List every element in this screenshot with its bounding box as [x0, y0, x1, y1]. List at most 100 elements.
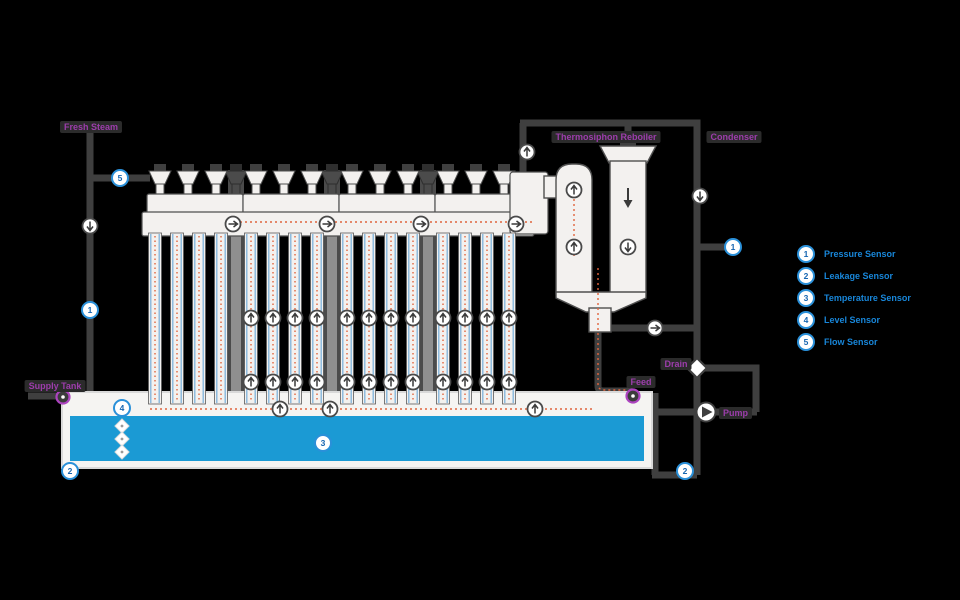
flow-arrow-icon	[478, 373, 496, 391]
flow-arrow-icon	[286, 373, 304, 391]
flow-arrow-icon	[565, 181, 583, 199]
level-floats	[114, 418, 130, 460]
hopper	[368, 163, 392, 197]
flow-arrow-icon	[242, 309, 260, 327]
vessel-merge-cone	[555, 291, 647, 313]
legend-number-icon: 4	[797, 310, 815, 329]
flow-arrow-icon	[619, 238, 637, 256]
flow-arrow-icon	[518, 143, 536, 161]
legend-label: Pressure Sensor	[824, 248, 896, 259]
flow-arrow-icon	[308, 373, 326, 391]
flow-arrow-icon	[264, 309, 282, 327]
tube	[147, 232, 163, 405]
hopper	[300, 163, 324, 197]
flow-arrow-icon	[565, 238, 583, 256]
hopper	[436, 163, 460, 197]
flow-arrow-icon	[264, 373, 282, 391]
legend-item-pressure: 1 Pressure Sensor	[797, 244, 911, 263]
sensor-leakage-left: 2	[61, 462, 79, 480]
valve-symbol	[685, 356, 709, 380]
hopper	[148, 163, 172, 197]
flow-arrow-icon	[382, 373, 400, 391]
legend-label: Leakage Sensor	[824, 270, 894, 281]
manifold	[141, 171, 549, 237]
flow-arrow-icon	[286, 309, 304, 327]
flow-arrow-icon	[338, 373, 356, 391]
flow-arrow-icon	[434, 373, 452, 391]
legend-number-icon: 1	[797, 244, 815, 263]
legend-label: Temperature Sensor	[824, 292, 911, 303]
hopper	[272, 163, 296, 197]
legend-item-leakage: 2 Leakage Sensor	[797, 266, 911, 285]
storage-tank	[61, 391, 653, 469]
tube	[191, 232, 207, 405]
flow-arrow-icon	[360, 309, 378, 327]
flow-arrow-icon	[456, 373, 474, 391]
sensor-tank-level: 4	[113, 399, 131, 417]
label-feed: Feed	[626, 376, 656, 388]
separator-vessel	[543, 145, 658, 333]
flow-arrow-icon	[434, 309, 452, 327]
flow-arrow-icon	[382, 309, 400, 327]
hopper	[396, 163, 420, 197]
flow-arrow-icon	[404, 373, 422, 391]
flow-arrow-icon	[478, 309, 496, 327]
label-pump: Pump	[719, 407, 753, 419]
hopper	[176, 163, 200, 197]
sensor-leakage-right: 2	[676, 462, 694, 480]
flow-arrow-icon	[81, 217, 99, 235]
sensor-steam-pressure: 1	[81, 301, 99, 319]
flow-arrow-icon	[321, 400, 339, 418]
label-supply-tank: Supply Tank	[24, 380, 86, 392]
pump-symbol	[695, 401, 717, 423]
flow-arrow-icon	[412, 215, 430, 233]
flow-arrow-icon	[507, 215, 525, 233]
sensor-legend: 1 Pressure Sensor 2 Leakage Sensor 3 Tem…	[797, 244, 911, 356]
down-arrow-icon	[623, 188, 633, 208]
label-reboiler: Thermosiphon Reboiler	[551, 131, 661, 143]
flow-arrow-icon	[456, 309, 474, 327]
legend-number-icon: 2	[797, 266, 815, 285]
flow-arrow-icon	[691, 187, 709, 205]
supply-port-marker	[55, 389, 71, 405]
flow-arrow-icon	[500, 373, 518, 391]
sensor-steam-flow: 5	[111, 169, 129, 187]
vessel-funnel-mouth	[598, 145, 658, 164]
legend-label: Flow Sensor	[824, 336, 878, 347]
flow-arrow-icon	[308, 309, 326, 327]
flow-arrow-icon	[360, 373, 378, 391]
vessel-right-channel	[609, 160, 647, 295]
label-fresh-steam: Fresh Steam	[59, 121, 123, 133]
label-drain: Drain	[660, 358, 692, 370]
drain-pipe	[700, 364, 760, 412]
hopper	[244, 163, 268, 197]
legend-number-icon: 5	[797, 332, 815, 351]
flow-arrow-icon	[224, 215, 242, 233]
flow-arrow-icon	[271, 400, 289, 418]
tank-liquid	[70, 416, 644, 461]
sensor-vapor-pressure: 1	[724, 238, 742, 256]
label-condenser: Condenser	[706, 131, 762, 143]
flow-arrow-icon	[646, 319, 664, 337]
hopper	[464, 163, 488, 197]
hopper	[204, 163, 228, 197]
hopper	[340, 163, 364, 197]
tube	[169, 232, 185, 405]
flow-arrow-icon	[242, 373, 260, 391]
vessel-outlet-neck	[588, 307, 612, 333]
steam-distributors	[148, 163, 516, 197]
flow-arrow-icon	[404, 309, 422, 327]
flow-arrow-icon	[318, 215, 336, 233]
legend-item-level: 4 Level Sensor	[797, 310, 911, 329]
legend-number-icon: 3	[797, 288, 815, 307]
legend-item-flow: 5 Flow Sensor	[797, 332, 911, 351]
sensor-tank-temperature: 3	[314, 434, 332, 452]
legend-label: Level Sensor	[824, 314, 881, 325]
flow-arrow-icon	[338, 309, 356, 327]
feed-port-marker	[625, 388, 641, 404]
legend-item-temperature: 3 Temperature Sensor	[797, 288, 911, 307]
flow-arrow-icon	[526, 400, 544, 418]
flow-arrow-icon	[500, 309, 518, 327]
